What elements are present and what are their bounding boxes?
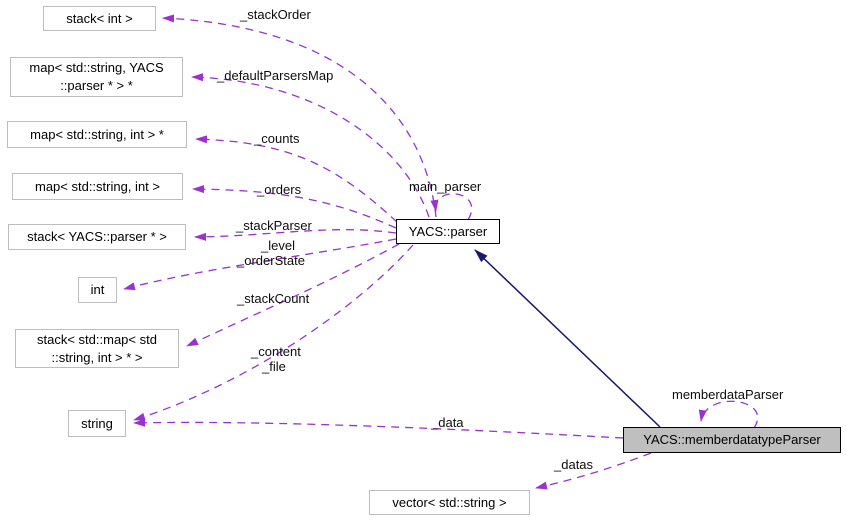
node-stack-map-string-int-ptr: stack< std::map< std ::string, int > * > [15,329,179,368]
node-label: YACS::parser [408,223,488,239]
edge-label-datas: _datas [554,457,594,472]
node-label: stack< YACS::parser * > [27,229,167,245]
edge-inheritance [474,249,661,428]
edge-label-memberdataparser: memberdataParser [672,387,784,402]
edge-level-orderstate [123,238,397,291]
edge-label-orderstate: _orderState [237,253,305,268]
edge-label-stackorder: _stackOrder [240,7,311,22]
edge-label-counts: _counts [254,131,300,146]
edge-label-orders: _orders [257,182,302,197]
edge-stackparser [194,229,397,241]
edge-defaultparsersmap [191,73,430,218]
node-label: string [81,415,113,431]
node-label: map< std::string, int > [34,178,160,194]
edge-memberdataparser-loop [698,400,759,429]
edge-label-defaultparsersmap: _defaultParsersMap [217,68,334,83]
node-map-string-int-ptr: map< std::string, int > * [7,121,187,148]
node-map-string-int: map< std::string, int > [12,173,183,200]
node-vector-std-string: vector< std::string > [369,490,530,515]
edge-main-parser-loop [430,193,473,221]
edge-data [133,418,624,439]
edge-label-stackcount: _stackCount [237,291,310,306]
node-string: string [68,410,126,437]
edge-datas [535,452,652,490]
node-label: vector< std::string > [392,494,507,510]
edge-label-data: _data [431,415,464,430]
edge-stackcount [186,243,400,347]
edge-label-file: _file [262,359,286,374]
edge-label-content: _content [251,344,301,359]
node-label: ::string, int > * > [51,349,143,365]
edge-label-level: _level [261,238,295,253]
edge-counts [195,135,398,223]
node-label: int [90,282,105,298]
node-int: int [78,277,117,303]
node-label: stack< int > [66,10,133,26]
node-label: stack< std::map< std [37,331,157,347]
node-stack-int: stack< int > [43,6,156,31]
node-label: map< std::string, YACS [29,60,164,76]
node-stack-yacs-parser-ptr: stack< YACS::parser * > [8,224,186,250]
edge-stackorder [162,14,437,218]
node-map-string-yacs-parser-ptr: map< std::string, YACS ::parser * > * [10,57,183,97]
edge-label-main-parser: main_parser [409,179,482,194]
node-label: YACS::memberdatatypeParser [643,432,821,448]
edge-label-stackparser: _stackParser [236,218,312,233]
node-label: ::parser * > * [60,78,133,93]
node-yacs-memberdatatypeparser: YACS::memberdatatypeParser [623,427,841,453]
node-label: map< std::string, int > * [30,126,164,142]
edge-orders [192,185,397,229]
edge-content-file [133,244,414,421]
node-yacs-parser[interactable]: YACS::parser [396,219,500,244]
